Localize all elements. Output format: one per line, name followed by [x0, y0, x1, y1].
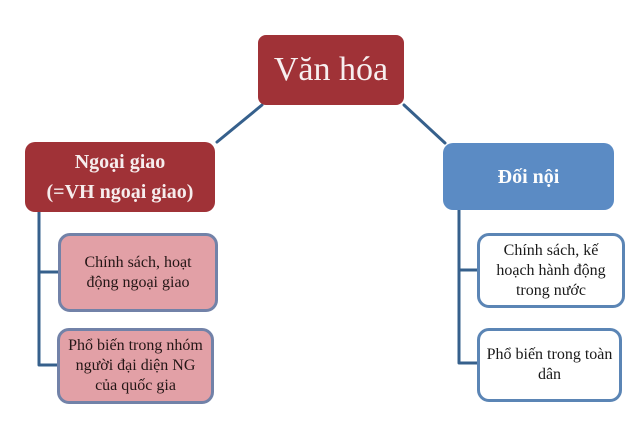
right-child-node-pho-bien: Phổ biến trong toàn dân	[477, 328, 622, 402]
left-child-node-chinh-sach: Chính sách, hoạt động ngoại giao	[58, 233, 218, 312]
left-elbow-connector	[37, 212, 57, 367]
right-elbow-connector	[457, 210, 477, 365]
left-branch-node-ngoai-giao: Ngoại giao (=VH ngoại giao)	[25, 142, 215, 212]
right-child-node-chinh-sach: Chính sách, kế hoạch hành động trong nướ…	[477, 233, 625, 308]
right-diagonal-connector	[402, 103, 447, 145]
right-branch-node-doi-noi: Đối nội	[443, 143, 614, 210]
root-node-van-hoa: Văn hóa	[258, 35, 404, 105]
left-child-node-pho-bien: Phổ biến trong nhóm người đại diện NG củ…	[57, 328, 214, 404]
left-diagonal-connector	[215, 103, 264, 144]
